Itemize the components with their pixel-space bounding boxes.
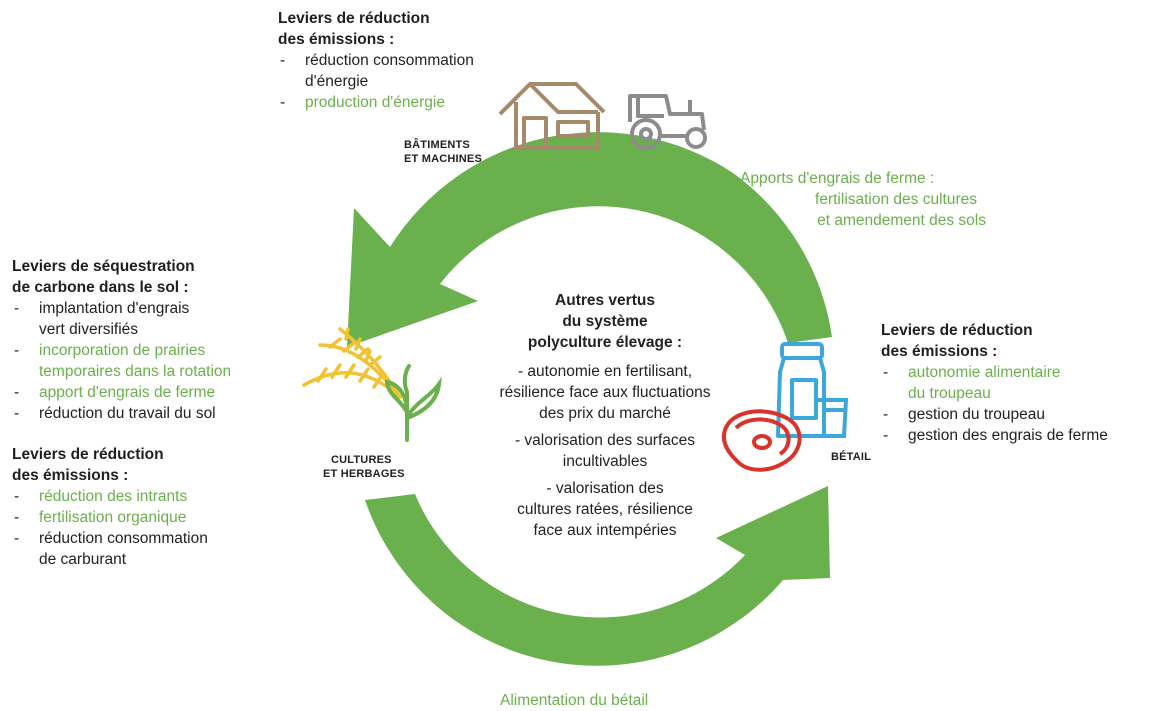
list-item: réduction du travail du sol — [12, 403, 292, 424]
list-item-text: du troupeau — [908, 385, 991, 402]
right-levers-block: Leviers de réduction des émissions : aut… — [881, 320, 1156, 446]
right-levers-title-line2: des émissions : — [881, 343, 998, 360]
list-item: fertilisation organique — [12, 507, 292, 528]
list-item-text: d'énergie — [305, 73, 369, 90]
arrow-bottom — [365, 486, 830, 666]
list-item-text: gestion des engrais de ferme — [908, 427, 1108, 444]
left-sequestration-title-line2: de carbone dans le sol : — [12, 279, 189, 296]
sprout-icon — [385, 364, 442, 442]
arrow-top-label-line2: fertilisation des cultures — [815, 191, 977, 208]
center-block: Autres vertus du système polyculture éle… — [460, 290, 750, 541]
list-item: incorporation de prairies temporaires da… — [12, 340, 292, 382]
milk-bottle-icon — [776, 342, 826, 438]
list-item-text: vert diversifiés — [39, 321, 139, 338]
list-item-text: de carburant — [39, 551, 127, 568]
list-item: réduction consommation d'énergie — [278, 50, 538, 92]
center-item-text: résilience face aux fluctuations — [499, 384, 711, 401]
list-item-text: réduction des intrants — [39, 488, 188, 505]
center-item-text: incultivables — [562, 453, 648, 470]
top-levers-title: Leviers de réduction des émissions : — [278, 8, 538, 50]
list-item: réduction consommation de carburant — [12, 528, 292, 570]
center-item-text: face aux intempéries — [533, 522, 677, 539]
list-item: gestion des engrais de ferme — [881, 425, 1156, 446]
center-item-text: - autonomie en fertilisant, — [517, 363, 693, 380]
center-title-line3: polyculture élevage : — [527, 334, 683, 351]
top-levers-title-line1: Leviers de réduction — [278, 10, 430, 27]
list-item-text: réduction consommation — [39, 530, 208, 547]
list-item-text: réduction consommation — [305, 52, 474, 69]
list-item-text: autonomie alimentaire — [908, 364, 1061, 381]
list-item: gestion du troupeau — [881, 404, 1156, 425]
right-levers-title: Leviers de réduction des émissions : — [881, 320, 1156, 362]
list-item-text: réduction du travail du sol — [39, 405, 216, 422]
buildings-caption: BÂTIMENTS ET MACHINES — [404, 138, 482, 166]
list-item-text: gestion du troupeau — [908, 406, 1046, 423]
center-title-line1: Autres vertus — [555, 292, 655, 309]
list-item-text: fertilisation organique — [39, 509, 187, 526]
center-item-text: cultures ratées, résilience — [517, 501, 693, 518]
arrow-top-label: Apports d'engrais de ferme : fertilisati… — [740, 168, 1000, 231]
left-sequestration-title: Leviers de séquestration de carbone dans… — [12, 256, 292, 298]
steak-icon — [721, 409, 802, 472]
list-item-text: implantation d'engrais — [39, 300, 190, 317]
list-item-text: apport d'engrais de ferme — [39, 384, 216, 401]
right-levers-title-line1: Leviers de réduction — [881, 322, 1033, 339]
left-sequestration-block: Leviers de séquestration de carbone dans… — [12, 256, 292, 424]
crops-caption-line1: CULTURES — [331, 454, 392, 466]
arrow-bottom-label: Alimentation du bétail — [500, 692, 649, 709]
buildings-caption-line2: ET MACHINES — [404, 153, 482, 165]
list-item-text: production d'énergie — [305, 94, 445, 111]
left-sequestration-title-line1: Leviers de séquestration — [12, 258, 195, 275]
left-emissions-title: Leviers de réduction des émissions : — [12, 444, 292, 486]
livestock-icon — [721, 342, 849, 472]
arrow-top — [347, 132, 832, 347]
left-emissions-title-line1: Leviers de réduction — [12, 446, 164, 463]
top-levers-title-line2: des émissions : — [278, 31, 395, 48]
left-emissions-title-line2: des émissions : — [12, 467, 129, 484]
center-title-line2: du système — [562, 313, 648, 330]
center-item-3: - valorisation des cultures ratées, rési… — [460, 478, 750, 541]
tractor-icon — [628, 94, 707, 150]
livestock-caption: BÉTAIL — [831, 451, 872, 463]
center-title: Autres vertus du système polyculture éle… — [460, 290, 750, 353]
center-item-text: - valorisation des surfaces — [514, 432, 696, 449]
list-item: apport d'engrais de ferme — [12, 382, 292, 403]
buildings-caption-line1: BÂTIMENTS — [404, 139, 470, 151]
top-levers-block: Leviers de réduction des émissions : réd… — [278, 8, 538, 113]
arrow-top-label-line3: et amendement des sols — [817, 212, 986, 229]
crops-caption-line2: ET HERBAGES — [323, 468, 405, 480]
list-item: autonomie alimentaire du troupeau — [881, 362, 1156, 404]
center-item-text: - valorisation des — [546, 480, 664, 497]
list-item: production d'énergie — [278, 92, 538, 113]
crops-caption: CULTURES ET HERBAGES — [323, 453, 405, 481]
list-item: réduction des intrants — [12, 486, 292, 507]
center-item-1: - autonomie en fertilisant, résilience f… — [460, 361, 750, 424]
glass-icon — [818, 398, 849, 438]
center-item-2: - valorisation des surfaces incultivable… — [460, 430, 750, 472]
list-item-text: incorporation de prairies — [39, 342, 206, 359]
arrow-top-label-line1: Apports d'engrais de ferme : — [740, 170, 935, 187]
left-emissions-block: Leviers de réduction des émissions : réd… — [12, 444, 292, 570]
list-item-text: temporaires dans la rotation — [39, 363, 232, 380]
center-item-text: des prix du marché — [539, 405, 671, 422]
list-item: implantation d'engrais vert diversifiés — [12, 298, 292, 340]
house-icon — [498, 82, 606, 150]
